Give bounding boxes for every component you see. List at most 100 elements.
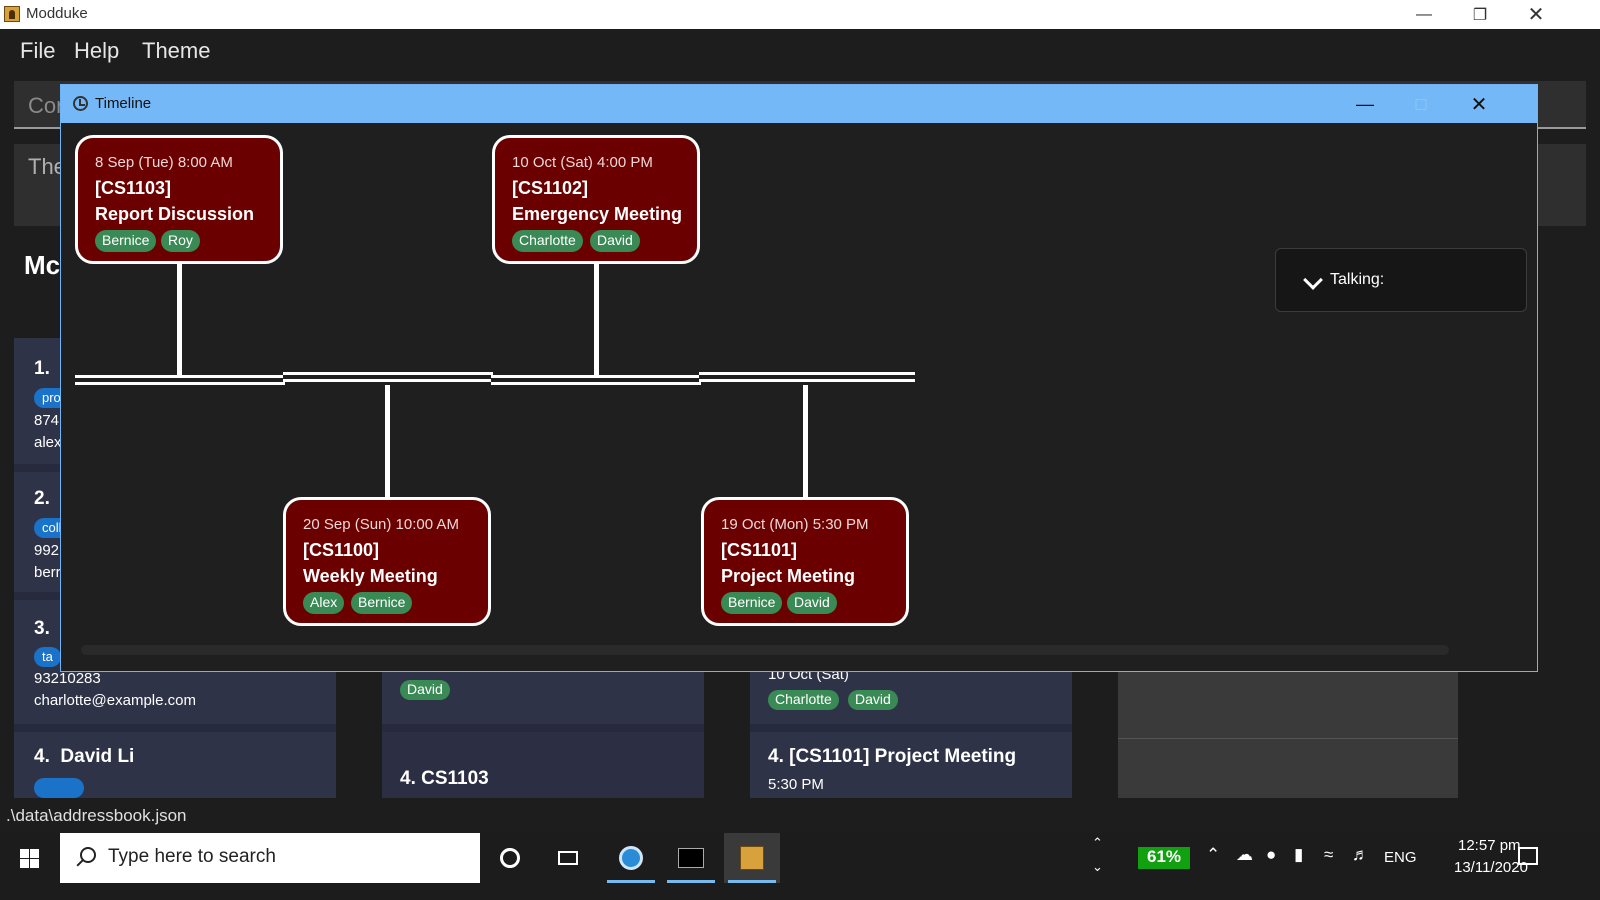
cortana-button[interactable] (482, 833, 538, 883)
timeline-connector (594, 263, 599, 375)
talking-dropdown[interactable]: Talking: (1275, 248, 1527, 312)
event-date: 8 Sep (Tue) 8:00 AM (95, 154, 233, 171)
event-module-code: [CS1100] (303, 540, 380, 560)
clock-time[interactable]: 12:57 pm (1458, 837, 1521, 854)
module-tag: David (400, 680, 450, 700)
event-date: 19 Oct (Mon) 5:30 PM (721, 516, 869, 533)
windows-logo-pane (30, 859, 39, 868)
timeline-event[interactable]: 8 Sep (Tue) 8:00 AM [CS1103] Report Disc… (75, 135, 283, 264)
timeline-event[interactable]: 20 Sep (Sun) 10:00 AM [CS1100] Weekly Me… (283, 497, 491, 626)
active-indicator (667, 880, 715, 883)
taskbar: Type here to search ⌃ ⌄ 61% ⌃ ☁ ● ▮ ≈ ♬ … (0, 833, 1600, 900)
taskbar-search-box[interactable]: Type here to search (60, 833, 480, 883)
contact-index: 3. (34, 618, 50, 639)
event-participant-tag: Roy (161, 230, 200, 252)
tray-scroll-up-icon[interactable]: ⌃ (1092, 835, 1103, 850)
timeline-maximize-button[interactable]: □ (1415, 93, 1427, 114)
meeting-time: 5:30 PM (768, 776, 824, 793)
meeting-tag: Charlotte (768, 690, 839, 710)
windows-logo-pane (20, 859, 29, 868)
task-view-icon (558, 851, 578, 865)
microphone-icon[interactable]: ● (1266, 845, 1277, 864)
active-indicator (728, 880, 776, 883)
clock-icon (73, 96, 88, 111)
contact-email: alex (34, 434, 62, 451)
search-placeholder: Type here to search (108, 846, 276, 867)
timeline-minimize-button[interactable]: — (1356, 93, 1374, 114)
event-participant-tag: Bernice (95, 230, 157, 252)
timeline-axis-segment (75, 375, 285, 385)
task-view-button[interactable] (540, 833, 596, 883)
terminal-app-icon (678, 848, 704, 868)
menu-file[interactable]: File (20, 38, 56, 63)
event-participant-tag: Bernice (351, 592, 413, 614)
notifications-icon[interactable] (1518, 847, 1538, 865)
taskbar-app-modduke[interactable] (724, 833, 780, 883)
volume-icon[interactable]: ♬ (1352, 845, 1369, 864)
language-indicator[interactable]: ENG (1384, 849, 1417, 866)
event-title: Weekly Meeting (303, 566, 438, 586)
timeline-connector (803, 385, 808, 497)
module-card[interactable]: 4. CS1103 (382, 732, 704, 798)
windows-logo-icon (20, 849, 29, 858)
contact-index: 2. (34, 488, 50, 509)
meeting-title: 4. [CS1101] Project Meeting (768, 746, 1017, 767)
show-hidden-icons-icon[interactable]: ⌃ (1206, 845, 1221, 864)
menu-theme[interactable]: Theme (142, 38, 211, 63)
timeline-window: Timeline — □ ✕ 8 Sep (Tue) 8:00 AM [CS11… (60, 84, 1538, 672)
contact-name: 4. David Li (34, 746, 134, 768)
meeting-tag: David (848, 690, 898, 710)
contact-card[interactable]: 4. David Li (14, 732, 336, 798)
timeline-connector (177, 263, 182, 375)
event-date: 10 Oct (Sat) 4:00 PM (512, 154, 653, 171)
start-button[interactable] (0, 833, 60, 900)
command-text: Cor (28, 93, 64, 118)
timeline-titlebar: Timeline — □ ✕ (61, 85, 1537, 123)
modduke-app-icon (740, 846, 764, 870)
event-participant-tag: Alex (303, 592, 345, 614)
status-bar: .\data\addressbook.json (0, 800, 1600, 833)
search-icon (80, 847, 96, 863)
event-participant-tag: David (787, 592, 837, 614)
event-participant-tag: Bernice (721, 592, 783, 614)
event-module-code: [CS1102] (512, 178, 589, 198)
event-title: Project Meeting (721, 566, 856, 586)
event-participant-tag: Charlotte (512, 230, 583, 252)
battery-percentage: 61% (1138, 847, 1191, 869)
timeline-axis-segment (283, 372, 493, 382)
timeline-event[interactable]: 19 Oct (Mon) 5:30 PM [CS1101] Project Me… (701, 497, 909, 626)
close-window-button[interactable]: ✕ (1527, 4, 1545, 26)
chevron-down-icon (1303, 270, 1323, 290)
status-path: .\data\addressbook.json (6, 806, 187, 825)
divider (1118, 738, 1458, 739)
timeline-close-button[interactable]: ✕ (1470, 93, 1488, 116)
contact-index: 4. (34, 746, 50, 767)
taskbar-app-terminal[interactable] (663, 833, 719, 883)
event-participant-tag: David (590, 230, 640, 252)
onedrive-icon[interactable]: ☁ (1236, 845, 1253, 864)
menu-help[interactable]: Help (74, 38, 120, 63)
tray-scroll-down-icon[interactable]: ⌄ (1092, 859, 1103, 874)
contact-index: 1. (34, 358, 50, 379)
event-title: Emergency Meeting (512, 204, 683, 224)
battery-icon[interactable]: ▮ (1294, 845, 1304, 864)
timeline-connector (385, 385, 390, 497)
taskbar-app-browser[interactable] (603, 833, 659, 883)
event-module-code: [CS1103] (95, 178, 172, 198)
contact-name-text: David Li (60, 746, 135, 767)
restore-window-button[interactable]: ❐ (1472, 6, 1488, 24)
clock-date[interactable]: 13/11/2020 (1454, 859, 1528, 876)
event-module-code: [CS1101] (721, 540, 798, 560)
minimize-window-button[interactable]: — (1416, 5, 1432, 23)
timeline-axis-segment (491, 375, 701, 385)
timeline-title: Timeline (95, 95, 152, 112)
wifi-icon[interactable]: ≈ (1324, 845, 1334, 864)
talking-label: Talking: (1330, 271, 1385, 288)
section-title: Mc (24, 250, 61, 280)
timeline-event[interactable]: 10 Oct (Sat) 4:00 PM [CS1102] Emergency … (492, 135, 700, 264)
meeting-card[interactable]: 4. [CS1101] Project Meeting 5:30 PM (750, 732, 1072, 798)
event-date: 20 Sep (Sun) 10:00 AM (303, 516, 459, 533)
horizontal-scrollbar[interactable] (81, 645, 1449, 655)
browser-app-icon (619, 846, 643, 870)
module-title: 4. CS1103 (400, 768, 489, 789)
